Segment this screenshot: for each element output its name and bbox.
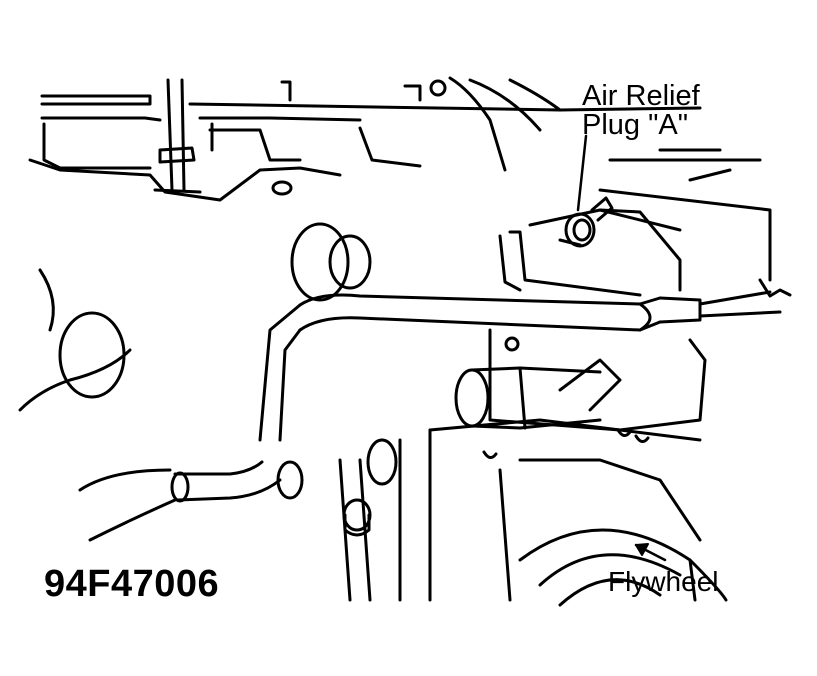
bolt: [342, 498, 372, 537]
water-outlet-housing: [454, 328, 707, 432]
air-relief-label-line1: Air Relief: [582, 80, 700, 112]
air-relief-label-line2: Plug "A": [582, 109, 689, 141]
coolant-pipe: [258, 278, 792, 442]
dipstick-tube: [153, 78, 202, 194]
bellhousing: [338, 418, 702, 602]
flywheel-label: Flywheel: [608, 566, 719, 597]
flywheel-pointer-arrow: [634, 543, 667, 562]
figure-number: 94F47006: [44, 563, 220, 605]
flywheel: [518, 528, 728, 607]
air-relief-pointer: [576, 134, 588, 212]
head-bosses: [58, 79, 447, 399]
engine-block-outline: [18, 76, 772, 412]
air-relief-bracket: [498, 196, 682, 297]
lower-hose: [78, 460, 304, 542]
